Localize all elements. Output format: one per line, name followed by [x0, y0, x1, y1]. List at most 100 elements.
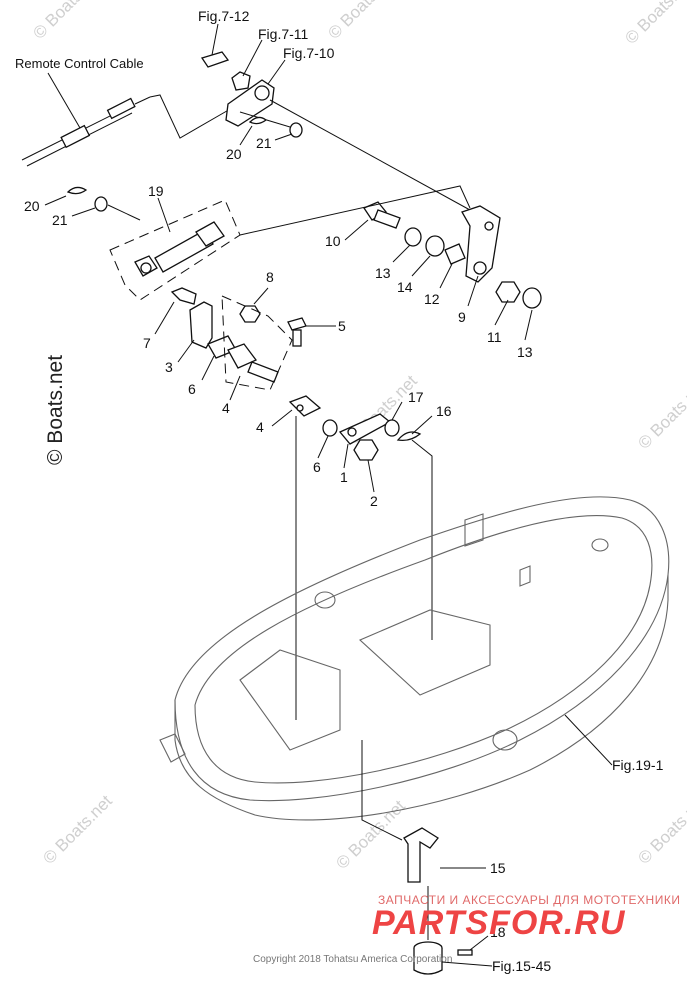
collar-part-12 — [444, 243, 466, 265]
leader-4-lower — [271, 409, 293, 427]
watermark-vertical: © Boats.net — [44, 355, 67, 465]
leader-fig-15-45 — [441, 961, 493, 967]
bottom-cowling-pan — [159, 496, 670, 821]
leader-20-upper — [239, 125, 253, 146]
callout-6-lower: 6 — [313, 459, 321, 475]
callout-7: 7 — [143, 335, 151, 351]
leader-8 — [253, 287, 269, 305]
leader-6-upper — [201, 355, 215, 381]
label-fig-19-1: Fig.19-1 — [612, 757, 664, 773]
callout-15: 15 — [490, 860, 506, 876]
brand-tagline: ЗАПЧАСТИ И АКСЕССУАРЫ ДЛЯ МОТОТЕХНИКИ — [378, 893, 680, 907]
callout-20-upper: 20 — [226, 146, 242, 162]
upper-linkage-assembly — [200, 51, 301, 131]
washer-part-14 — [425, 235, 445, 257]
leader-2 — [367, 459, 375, 493]
callout-17: 17 — [408, 389, 424, 405]
leader-18 — [469, 935, 489, 951]
leader-21-left — [71, 207, 96, 217]
leader-9 — [467, 275, 479, 307]
washer-part-6-lower — [322, 419, 338, 437]
joint-part-4-upper — [227, 343, 279, 383]
link-upper-to-arm — [269, 99, 471, 211]
pin-part-18 — [457, 949, 473, 956]
leader-7 — [154, 301, 175, 335]
label-fig-15-45: Fig.15-45 — [492, 958, 551, 974]
leader-1 — [343, 443, 349, 469]
fig-7-12-leader — [211, 23, 219, 56]
clip-part-20-left — [66, 186, 88, 195]
callout-16: 16 — [436, 403, 452, 419]
leader-13-lower — [524, 309, 533, 341]
callout-3: 3 — [165, 359, 173, 375]
leader-12 — [439, 263, 453, 289]
leader-3 — [177, 339, 195, 363]
middle-dashed-frame — [221, 295, 293, 391]
leader-6-lower — [317, 435, 329, 459]
lever-arm-part-9 — [461, 205, 501, 283]
callout-11: 11 — [487, 329, 502, 345]
callout-9: 9 — [458, 309, 466, 325]
callout-10: 10 — [325, 233, 341, 249]
nut-part-11 — [495, 281, 521, 303]
guide-line-pan-to-hose — [361, 740, 403, 841]
leader-11 — [494, 299, 509, 326]
fitting-fig-15-45 — [413, 941, 443, 975]
remote-control-cable — [21, 96, 151, 167]
label-remote-control-cable: Remote Control Cable — [15, 56, 144, 71]
rod-end-part-19 — [134, 221, 225, 277]
callout-6-upper: 6 — [188, 381, 196, 397]
leader-4-upper — [229, 375, 241, 401]
label-fig-7-11: Fig.7-11 — [258, 26, 309, 42]
watermark-bottom-mid: © Boats.net — [332, 796, 409, 873]
washer-part-13-lower — [522, 287, 542, 309]
callout-13-lower: 13 — [517, 344, 533, 360]
watermark-mid-right: © Boats.net — [634, 376, 687, 453]
pin-part-7 — [170, 287, 197, 305]
copyright-text: Copyright 2018 Tohatsu America Corporati… — [253, 954, 452, 965]
callout-12: 12 — [424, 291, 440, 307]
label-fig-7-10: Fig.7-10 — [283, 45, 335, 61]
callout-8: 8 — [266, 269, 274, 285]
brand-logo: PARTSFOR.RU — [372, 904, 626, 942]
leader-19 — [157, 197, 171, 233]
callout-19: 19 — [148, 183, 164, 199]
callout-18: 18 — [490, 924, 506, 940]
watermark-top-mid: © Boats.net — [324, 0, 401, 43]
fig-7-10-leader — [267, 59, 286, 85]
washer-part-17 — [384, 419, 400, 437]
watermark-top-left: © Boats.net — [29, 0, 106, 43]
callout-5: 5 — [338, 318, 346, 334]
clip-part-16 — [396, 431, 422, 442]
washer-part-21-upper — [289, 122, 303, 138]
watermark-top-right: © Boats.net — [621, 0, 687, 48]
nut-part-8 — [239, 305, 261, 323]
guide-line-right — [411, 439, 433, 640]
cable-routing-line — [149, 94, 233, 139]
fig-19-1-leader — [564, 714, 613, 766]
bolt-part-5 — [287, 317, 307, 347]
hose-part-15 — [403, 827, 439, 883]
leader-10 — [344, 219, 369, 241]
leader-16 — [411, 415, 433, 435]
assembly-dashed-frame — [109, 199, 241, 301]
callout-20-left: 20 — [24, 198, 40, 214]
fig-7-11-leader — [242, 39, 263, 77]
leader-17 — [391, 401, 403, 421]
leader-13-upper — [392, 244, 411, 263]
callout-21-left: 21 — [52, 212, 68, 228]
leader-20-left — [44, 195, 67, 206]
callout-1: 1 — [340, 469, 348, 485]
link-21-to-19 — [107, 204, 141, 221]
washer-part-13-upper — [404, 227, 422, 247]
cable-leader-line — [47, 72, 81, 129]
leader-14 — [411, 255, 431, 277]
watermark-bottom-left: © Boats.net — [39, 791, 116, 868]
callout-2: 2 — [370, 493, 378, 509]
washer-part-21-left — [94, 196, 108, 212]
callout-13-upper: 13 — [375, 265, 391, 281]
callout-4-upper: 4 — [222, 400, 230, 416]
callout-14: 14 — [397, 279, 413, 295]
callout-4-lower: 4 — [256, 419, 264, 435]
